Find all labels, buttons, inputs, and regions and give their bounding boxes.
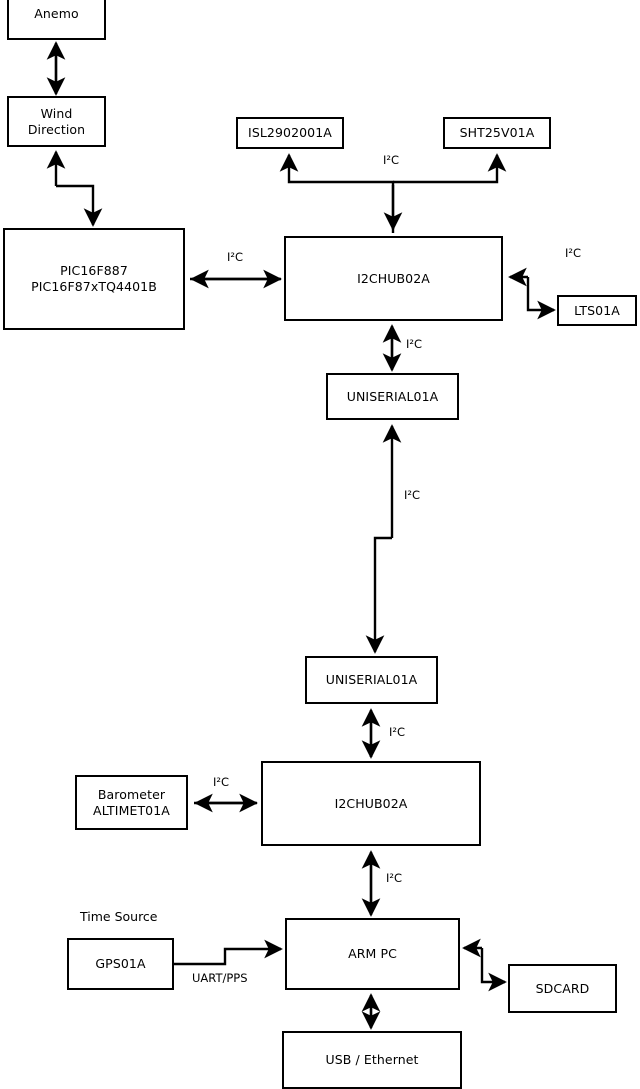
node-sht25v01a[interactable]: SHT25V01A (443, 117, 551, 149)
node-gps01a[interactable]: GPS01A (67, 938, 174, 990)
node-sdcard-label: SDCARD (535, 980, 590, 996)
wire-label-hub-arm-i2c: I²C (386, 871, 403, 885)
node-isl2902001a-label: ISL2902001A (248, 125, 332, 141)
node-barometer-altimet01a[interactable]: Barometer ALTIMET01A (75, 775, 188, 830)
wire-label-gps-arm-uart: UART/PPS (192, 971, 248, 985)
node-arm-pc-label: ARM PC (348, 946, 397, 962)
wire-armpc-sdcard (462, 938, 507, 992)
wire-gps-armpc (174, 939, 283, 966)
wire-label-hub-lts-i2c: I²C (565, 246, 582, 260)
node-pic-microcontroller[interactable]: PIC16F887 PIC16F87xTQ4401B (3, 228, 185, 330)
node-lts01a[interactable]: LTS01A (557, 295, 637, 326)
node-uniserial01a-lower-label: UNISERIAL01A (325, 672, 418, 688)
wire-label-baro-hub-i2c: I²C (213, 775, 230, 789)
node-i2chub02a-bottom-label: I2CHUB02A (334, 795, 408, 811)
wire-uniserial1-uniserial2 (365, 424, 402, 654)
node-anemo[interactable]: Anemo (7, 0, 106, 40)
node-i2chub02a-bottom[interactable]: I2CHUB02A (261, 761, 481, 846)
node-wind-direction[interactable]: Wind Direction (7, 96, 106, 147)
node-usb-ethernet-label: USB / Ethernet (325, 1052, 419, 1068)
node-isl2902001a[interactable]: ISL2902001A (236, 117, 344, 149)
wire-label-pic-hub-i2c: I²C (227, 250, 244, 264)
node-arm-pc[interactable]: ARM PC (285, 918, 460, 990)
wire-label-hub-uni1-i2c: I²C (406, 337, 423, 351)
wire-label-uni-uni-i2c: I²C (404, 488, 421, 502)
node-uniserial01a-upper[interactable]: UNISERIAL01A (326, 373, 459, 420)
wire-label-uni2-hub-i2c: I²C (389, 725, 406, 739)
label-time-source: Time Source (80, 909, 158, 924)
node-gps01a-label: GPS01A (95, 956, 146, 972)
node-usb-ethernet[interactable]: USB / Ethernet (282, 1031, 462, 1089)
node-i2chub02a-top[interactable]: I2CHUB02A (284, 236, 503, 321)
node-sdcard[interactable]: SDCARD (508, 964, 617, 1013)
node-pic-microcontroller-label: PIC16F887 PIC16F87xTQ4401B (31, 263, 157, 294)
node-uniserial01a-upper-label: UNISERIAL01A (346, 388, 439, 404)
node-uniserial01a-lower[interactable]: UNISERIAL01A (305, 656, 438, 704)
node-i2chub02a-top-label: I2CHUB02A (357, 270, 430, 286)
node-wind-direction-label: Wind Direction (27, 105, 86, 137)
wire-wind-pic (46, 150, 103, 227)
wire-label-sensors-i2c: I²C (383, 153, 400, 167)
node-sht25v01a-label: SHT25V01A (459, 125, 535, 141)
node-lts01a-label: LTS01A (574, 302, 620, 318)
node-barometer-altimet01a-label: Barometer ALTIMET01A (93, 786, 170, 818)
wire-hub-lts (508, 267, 556, 320)
node-anemo-label: Anemo (34, 6, 79, 22)
